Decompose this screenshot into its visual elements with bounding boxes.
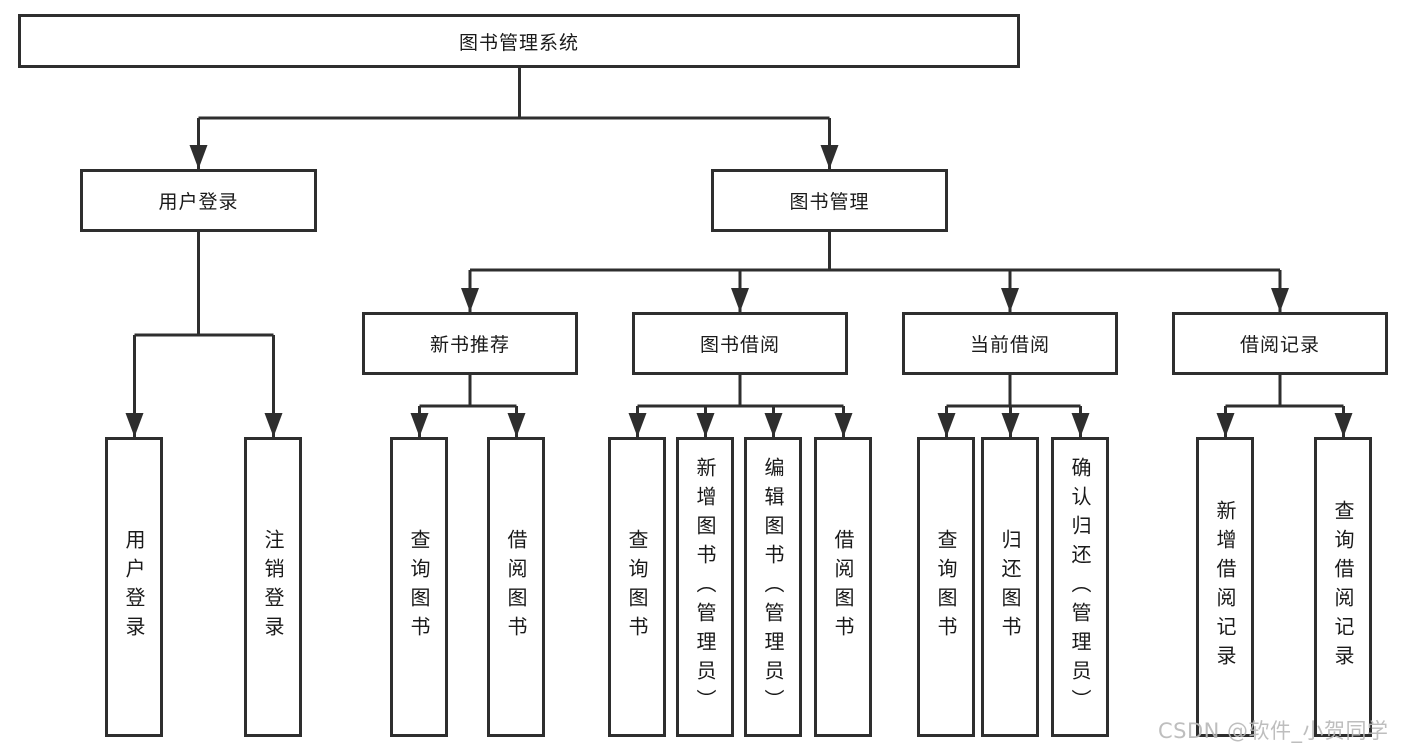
node-label: 图书管理系统	[458, 31, 579, 54]
node-borrow-records: 借阅记录	[1172, 312, 1388, 375]
node-label: 用户登录	[122, 529, 146, 645]
node-label: 当前借阅	[969, 334, 1050, 356]
node-label: 确认归还（管理员）	[1068, 456, 1092, 718]
node-leaf-borrow-borrow-books: 借阅图书	[814, 437, 872, 737]
node-leaf-add-books-admin: 新增图书（管理员）	[676, 437, 734, 737]
node-book-borrowing: 图书借阅	[632, 312, 848, 375]
node-leaf-user-login: 用户登录	[105, 437, 163, 737]
node-label: 编辑图书（管理员）	[761, 456, 785, 718]
node-leaf-current-query-books: 查询图书	[917, 437, 975, 737]
node-label: 图书管理	[789, 191, 870, 213]
node-label: 图书借阅	[699, 334, 780, 356]
connector-root-to-level2	[189, 68, 839, 169]
node-label: 借阅图书	[504, 529, 528, 645]
node-label: 用户登录	[158, 191, 239, 213]
node-label: 查询借阅记录	[1331, 500, 1355, 674]
node-leaf-logout: 注销登录	[244, 437, 302, 737]
connector-current-borrow-to-leaves	[937, 375, 1090, 437]
node-leaf-confirm-return-admin: 确认归还（管理员）	[1051, 437, 1109, 737]
connector-book-borrow-to-leaves	[628, 375, 853, 437]
node-label: 查询图书	[407, 529, 431, 645]
node-label: 查询图书	[625, 529, 649, 645]
node-leaf-query-borrow-record: 查询借阅记录	[1314, 437, 1372, 737]
node-leaf-add-borrow-record: 新增借阅记录	[1196, 437, 1254, 737]
node-leaf-borrow-query-books: 查询图书	[608, 437, 666, 737]
connector-user-login-to-leaves	[125, 232, 283, 437]
node-label: 新书推荐	[429, 334, 510, 356]
node-label: 新增借阅记录	[1213, 500, 1237, 674]
node-new-book-recommend: 新书推荐	[362, 312, 578, 375]
node-book-management: 图书管理	[711, 169, 948, 232]
node-label: 借阅记录	[1239, 334, 1320, 356]
node-leaf-return-books: 归还图书	[981, 437, 1039, 737]
node-label: 新增图书（管理员）	[693, 456, 717, 718]
node-label: 注销登录	[261, 529, 285, 645]
node-label: 归还图书	[998, 529, 1022, 645]
node-library-management-system: 图书管理系统	[18, 14, 1020, 68]
csdn-watermark: CSDN @软件_小贺同学	[1158, 719, 1389, 743]
node-leaf-newbook-query-books: 查询图书	[390, 437, 448, 737]
node-label: 查询图书	[934, 529, 958, 645]
connector-new-books-to-leaves	[410, 375, 526, 437]
node-leaf-edit-books-admin: 编辑图书（管理员）	[744, 437, 802, 737]
node-label: 借阅图书	[831, 529, 855, 645]
node-user-login: 用户登录	[80, 169, 317, 232]
node-leaf-newbook-borrow-books: 借阅图书	[487, 437, 545, 737]
node-current-borrowing: 当前借阅	[902, 312, 1118, 375]
connector-book-mgmt-to-level3	[461, 232, 1289, 312]
connector-borrow-records-to-leaves	[1216, 375, 1353, 437]
